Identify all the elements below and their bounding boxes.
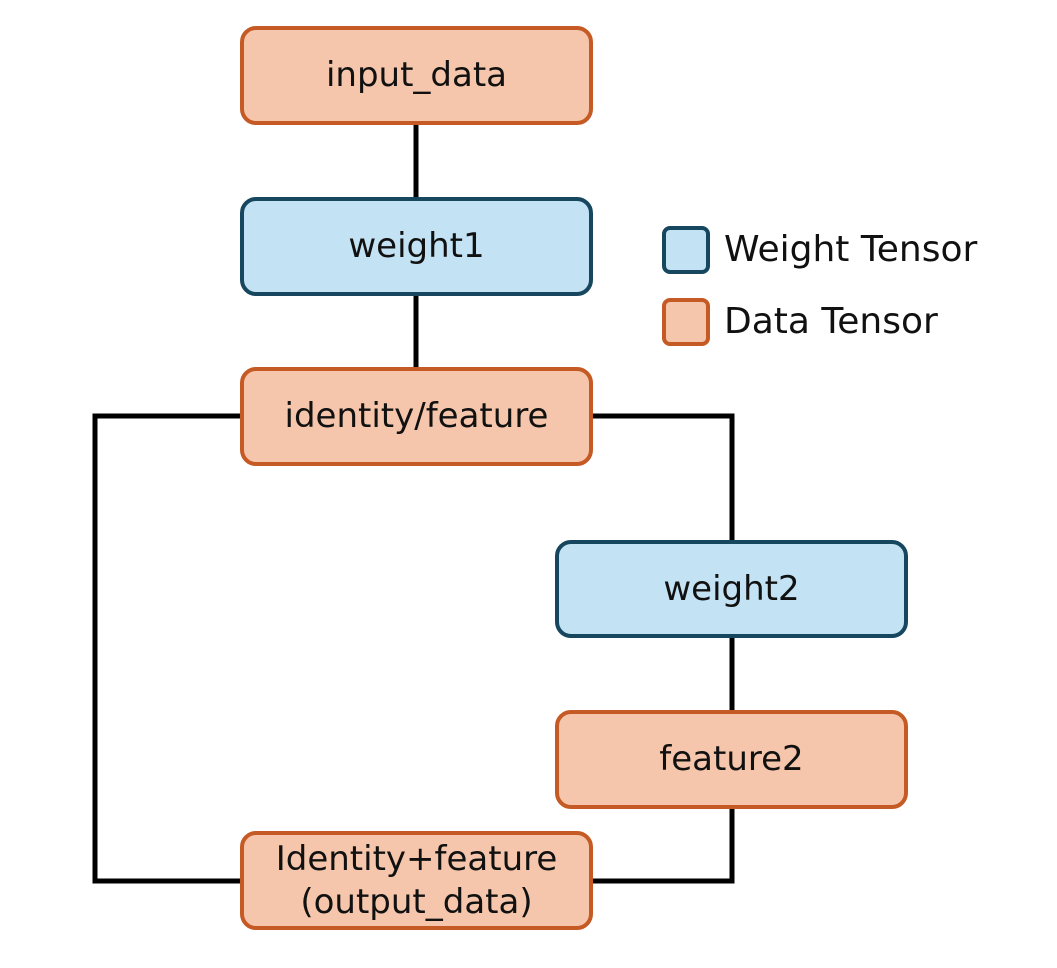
node-weight1-label: weight1	[348, 226, 485, 267]
node-input-data: input_data	[240, 26, 593, 125]
node-weight2-label: weight2	[663, 568, 800, 609]
node-identity-feature-label: identity/feature	[284, 396, 549, 437]
node-output-label-line1: Identity+feature	[275, 839, 558, 879]
node-feature2: feature2	[555, 710, 908, 809]
node-input-data-label: input_data	[325, 55, 508, 96]
node-output-label-line2: (output_data)	[300, 881, 533, 922]
node-output-data: Identity+feature (output_data)	[240, 831, 593, 930]
node-weight2: weight2	[555, 540, 908, 638]
legend-data-swatch	[662, 298, 710, 346]
edge-identity-to-weight2	[592, 413, 735, 541]
node-identity-feature: identity/feature	[240, 367, 593, 466]
edge-feature2-to-output	[592, 807, 735, 884]
node-feature2-label: feature2	[659, 739, 804, 780]
edge-identity-skip-to-output	[92, 413, 241, 884]
legend-weight-label: Weight Tensor	[724, 229, 978, 270]
node-weight1: weight1	[240, 197, 593, 296]
legend-weight-swatch	[662, 226, 710, 274]
legend-data-label: Data Tensor	[724, 301, 938, 342]
